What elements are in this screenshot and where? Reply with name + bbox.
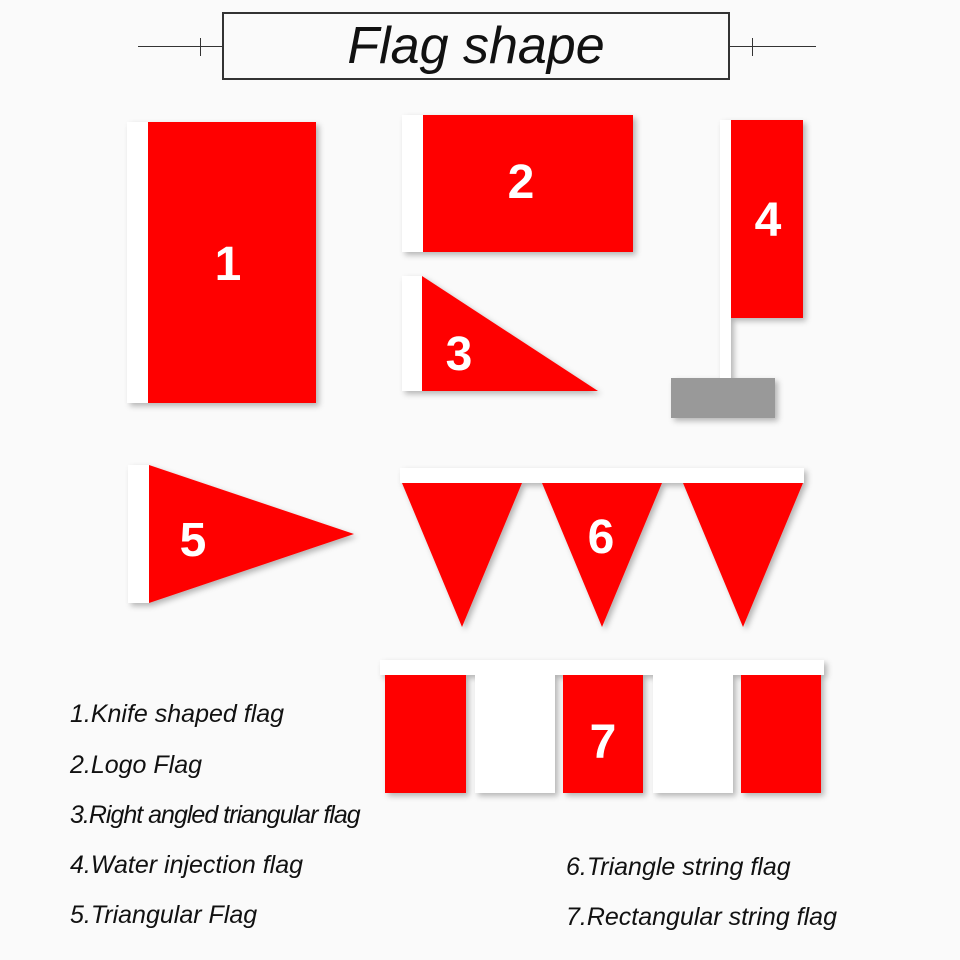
flag-body bbox=[731, 120, 803, 318]
flag-number-3: 3 bbox=[446, 328, 473, 381]
logo-flag bbox=[402, 115, 633, 252]
flag-pennant bbox=[542, 483, 662, 627]
flag-number-1: 1 bbox=[215, 238, 242, 291]
flag-panel bbox=[741, 675, 821, 793]
flag-number-2: 2 bbox=[508, 156, 535, 209]
flag-base bbox=[671, 378, 775, 418]
legend-item-4: 4.Water injection flag bbox=[70, 851, 303, 879]
flag-pole bbox=[402, 276, 422, 391]
flag-panel bbox=[563, 675, 643, 793]
flag-number-4: 4 bbox=[755, 194, 782, 247]
knife-shaped-flag bbox=[127, 122, 316, 403]
flag-body bbox=[422, 276, 598, 391]
flag-panel bbox=[385, 675, 466, 793]
flag-pennant bbox=[402, 483, 522, 627]
flag-body bbox=[423, 115, 633, 252]
legend-item-3: 3.Right angled triangular flag bbox=[70, 801, 361, 829]
legend-item-6: 6.Triangle string flag bbox=[566, 853, 791, 881]
legend-item-1: 1.Knife shaped flag bbox=[70, 700, 285, 728]
water-injection-flag bbox=[671, 120, 803, 418]
legend-item-5: 5.Triangular Flag bbox=[70, 901, 258, 929]
title-box: Flag shape bbox=[222, 12, 730, 80]
flag-pole bbox=[128, 465, 149, 603]
triangular-flag bbox=[128, 465, 354, 603]
right-angled-triangular-flag bbox=[402, 276, 598, 391]
flag-panel bbox=[475, 675, 555, 793]
title-line-right bbox=[730, 46, 816, 47]
flag-pole bbox=[720, 120, 731, 378]
title-line-left bbox=[138, 46, 222, 47]
flag-body bbox=[149, 465, 354, 603]
flag-string bbox=[400, 468, 804, 483]
title-tick-right bbox=[752, 38, 753, 56]
flag-number-5: 5 bbox=[180, 514, 207, 567]
legend-item-2: 2.Logo Flag bbox=[70, 751, 203, 779]
flag-number-6: 6 bbox=[588, 511, 615, 564]
flag-body bbox=[148, 122, 316, 403]
flag-pole bbox=[402, 115, 423, 252]
rectangular-string-flag bbox=[380, 660, 824, 793]
triangle-string-flag bbox=[400, 468, 804, 627]
flag-string bbox=[380, 660, 824, 675]
flag-pole bbox=[127, 122, 148, 403]
legend-item-7: 7.Rectangular string flag bbox=[566, 903, 837, 931]
flag-panel bbox=[653, 675, 733, 793]
flag-pennant bbox=[683, 483, 803, 627]
flag-number-7: 7 bbox=[590, 716, 617, 769]
title-tick-left bbox=[200, 38, 201, 56]
